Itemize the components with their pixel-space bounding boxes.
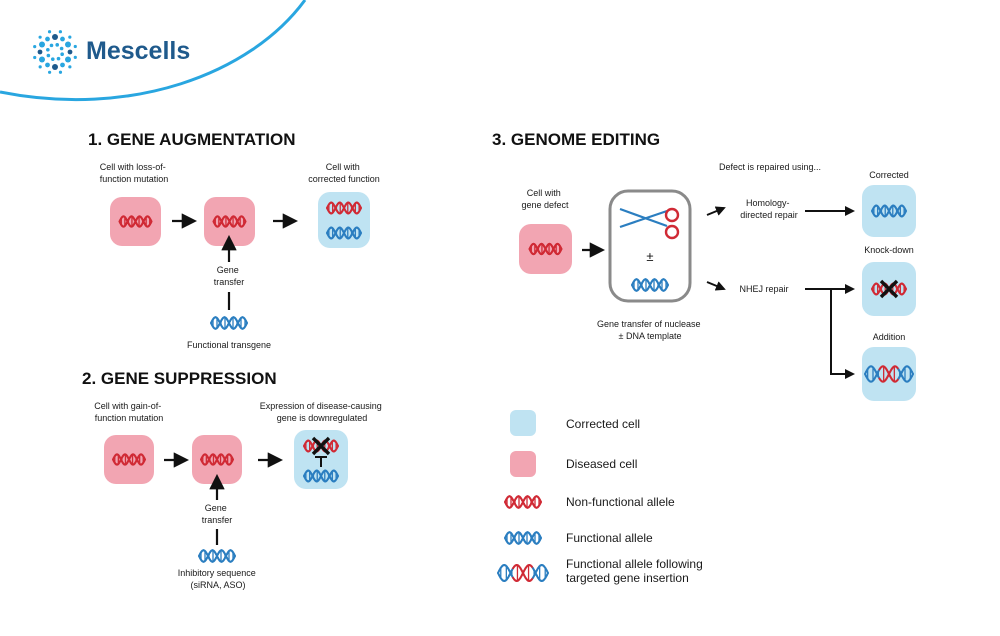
label-cell-gain-of-function: Cell with gain-of- function mutation <box>94 401 164 423</box>
logo: Mescells <box>33 30 190 74</box>
label-cell-corrected-function: Cell with corrected function <box>308 162 380 184</box>
legend-label: Corrected cell <box>566 417 640 431</box>
legend: Corrected cell Diseased cell Non-functio… <box>498 410 706 585</box>
functional-allele-icon <box>505 532 541 544</box>
arrow-branch <box>831 289 853 374</box>
legend-label: Diseased cell <box>566 457 637 471</box>
label-cell-loss-of-function: Cell with loss-of- function mutation <box>100 162 169 184</box>
legend-label: Functional allele <box>566 531 653 545</box>
label-gene-transfer: Gene transfer <box>202 503 233 525</box>
corrected-cell <box>318 192 370 248</box>
heading-gene-suppression: 2. GENE SUPPRESSION <box>82 369 277 388</box>
heading-genome-editing: 3. GENOME EDITING <box>492 130 660 149</box>
legend-label: Non-functional allele <box>566 495 675 509</box>
label-functional-transgene: Functional transgene <box>187 340 271 350</box>
label-homology-directed-repair: Homology- directed repair <box>740 198 798 220</box>
label-nhej-repair: NHEJ repair <box>739 284 788 294</box>
legend-swatch-diseased-cell <box>510 451 536 477</box>
molecule-ring-logo-icon <box>33 30 77 74</box>
label-nuclease-transfer: Gene transfer of nuclease ± DNA template <box>597 319 703 341</box>
legend-swatch-corrected-cell <box>510 410 536 436</box>
label-cell-gene-defect: Cell with gene defect <box>521 188 569 210</box>
arrow-small <box>707 208 724 215</box>
label-addition: Addition <box>873 332 906 342</box>
label-defect-repaired-using: Defect is repaired using... <box>719 162 821 172</box>
label-inhibitory-sequence: Inhibitory sequence (siRNA, ASO) <box>178 568 259 590</box>
label-corrected: Corrected <box>869 170 909 180</box>
inserted-allele-icon <box>498 565 548 581</box>
brand-name: Mescells <box>86 37 190 65</box>
legend-label: Functional allele following targeted gen… <box>566 557 706 585</box>
plus-minus-symbol: ± <box>646 249 653 264</box>
heading-gene-augmentation: 1. GENE AUGMENTATION <box>88 130 295 149</box>
label-gene-transfer: Gene transfer <box>214 265 245 287</box>
nonfunctional-allele-icon <box>505 496 541 508</box>
label-knock-down: Knock-down <box>864 245 914 255</box>
label-expression-downregulated: Expression of disease-causing gene is do… <box>260 401 385 423</box>
arrow-small <box>707 282 724 289</box>
functional-allele-icon <box>199 550 235 562</box>
functional-allele-icon <box>211 317 247 329</box>
